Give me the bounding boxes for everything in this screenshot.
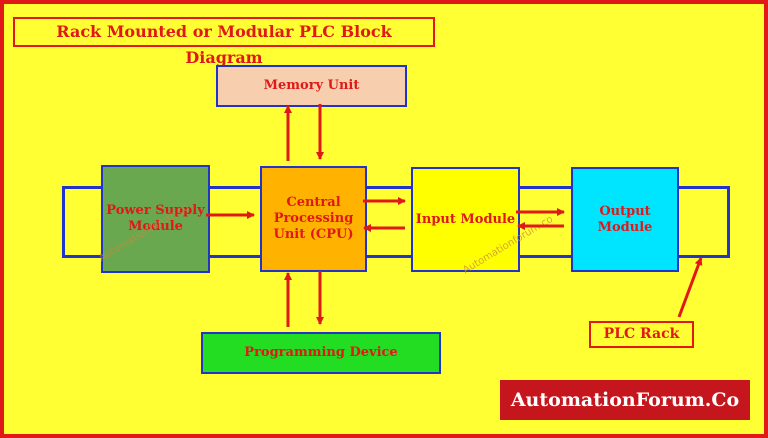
connector-arrows xyxy=(206,104,703,327)
memory-unit-label: Memory Unit xyxy=(263,78,360,93)
output-module-label: Output Module xyxy=(597,203,653,235)
brand-logo: AutomationForum.Co xyxy=(500,380,750,420)
memory-unit-block: Memory Unit xyxy=(216,65,407,107)
diagram-title: Rack Mounted or Modular PLC Block Diagra… xyxy=(13,17,435,67)
output-module-block: Output Module xyxy=(571,167,679,272)
programming-device-block: Programming Device xyxy=(201,332,441,374)
programming-device-label: Programming Device xyxy=(244,345,398,360)
input-module-block: Input Module xyxy=(411,167,520,272)
arrow-rack-label-to-rack xyxy=(677,257,703,318)
input-module-label: Input Module xyxy=(415,211,516,227)
plc-rack-rail xyxy=(62,186,730,258)
power-supply-block: Power Supply Module xyxy=(101,165,210,273)
cpu-block: Central Processing Unit (CPU) xyxy=(260,166,367,272)
plc-rack-label: PLC Rack xyxy=(589,321,694,348)
cpu-label: Central Processing Unit (CPU) xyxy=(273,195,354,242)
power-supply-label: Power Supply Module xyxy=(106,203,205,234)
